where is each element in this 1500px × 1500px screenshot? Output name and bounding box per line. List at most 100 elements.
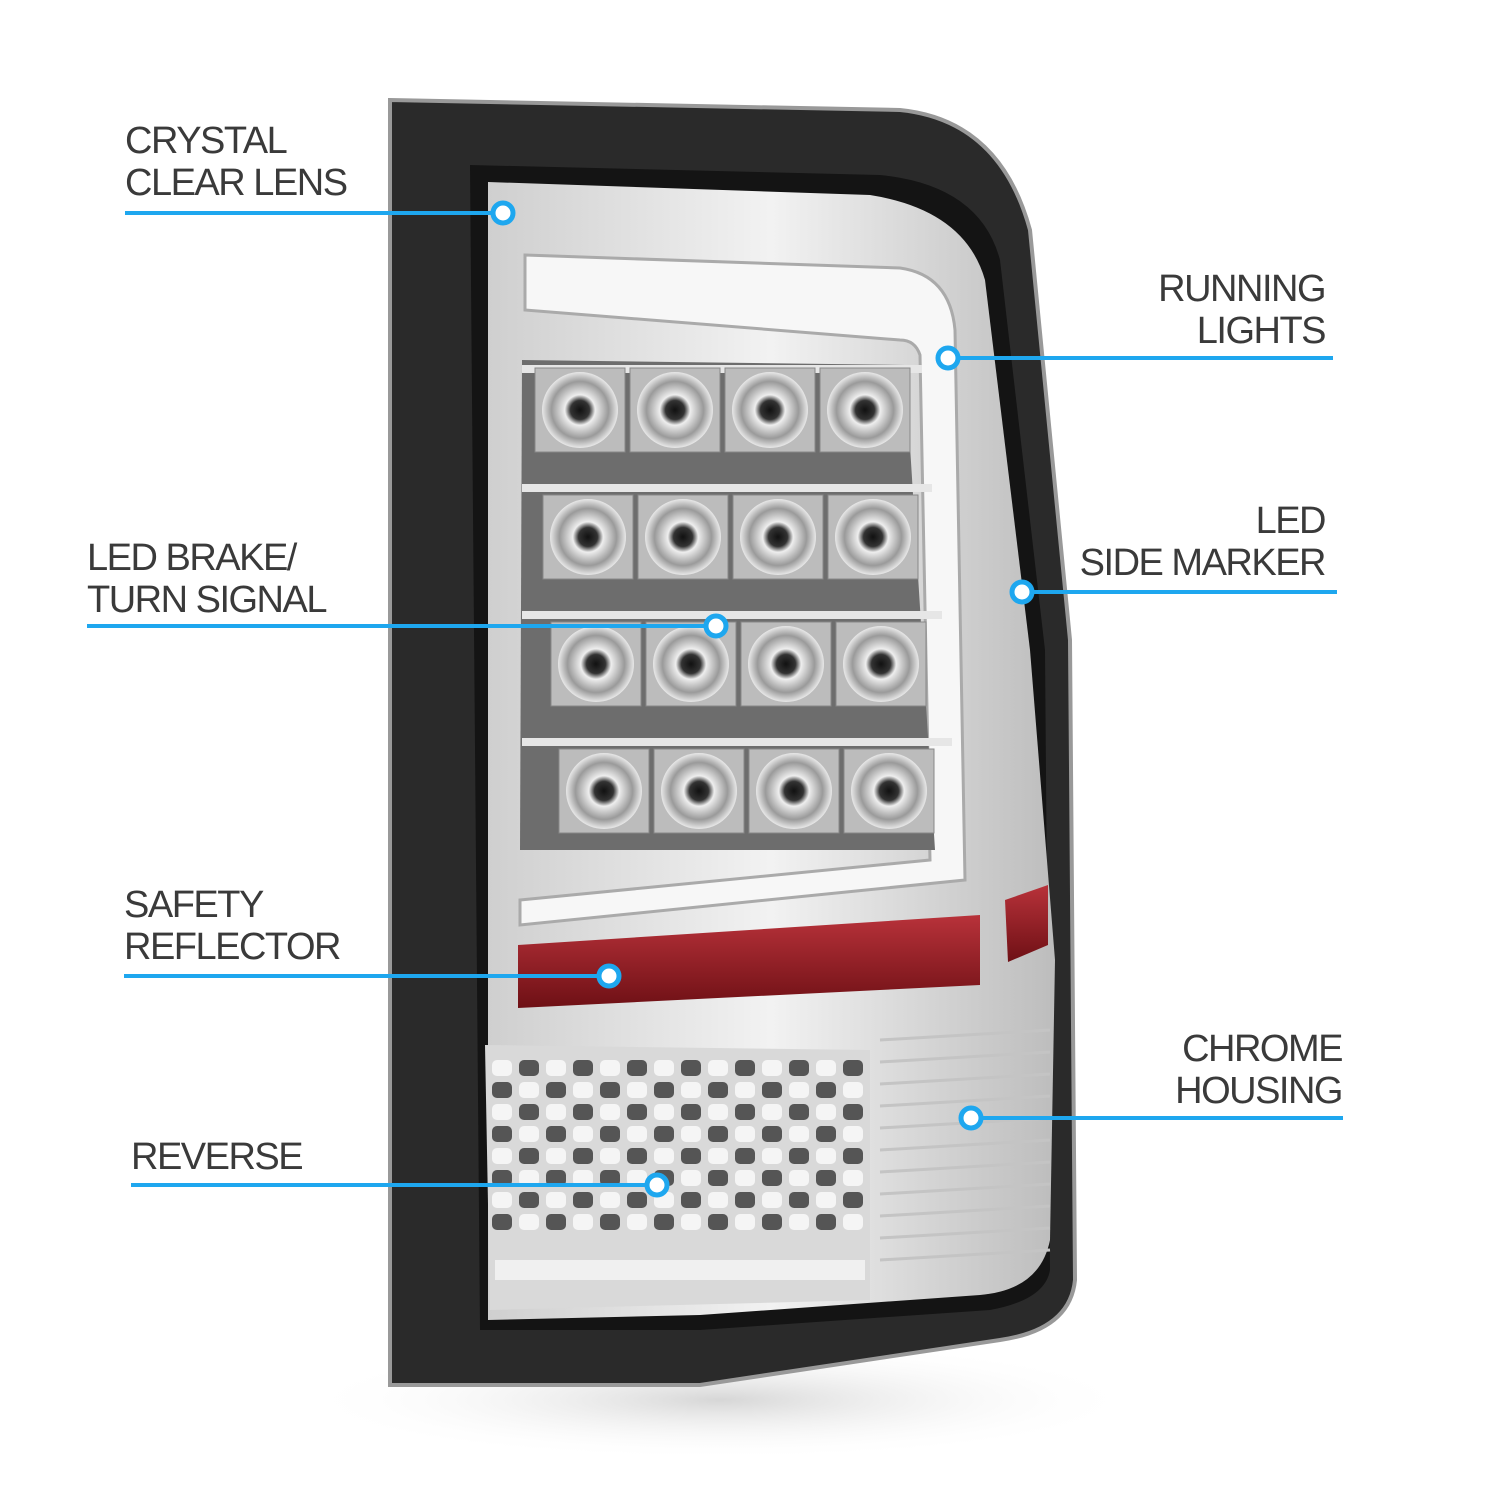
reverse-prism: [492, 1148, 512, 1164]
led-row-divider: [522, 611, 942, 619]
reverse-prism: [843, 1082, 863, 1098]
label-chrome-housing: CHROME HOUSING: [1175, 1028, 1343, 1112]
led-bulb: [645, 499, 721, 575]
label-line: CLEAR LENS: [125, 162, 348, 204]
led-bulb: [653, 626, 729, 702]
reverse-prism: [600, 1104, 620, 1120]
chrome-rib: [879, 1072, 1051, 1086]
reverse-prism: [600, 1170, 620, 1186]
reverse-prism: [816, 1126, 836, 1142]
reverse-prism: [519, 1082, 539, 1098]
led-bulb: [542, 372, 618, 448]
reverse-prism: [519, 1170, 539, 1186]
reverse-prism: [519, 1126, 539, 1142]
reverse-prism: [600, 1082, 620, 1098]
reverse-prism: [843, 1214, 863, 1230]
reverse-prism: [546, 1214, 566, 1230]
running-light-bar: [518, 253, 967, 927]
label-line: HOUSING: [1175, 1070, 1343, 1112]
reverse-prism: [573, 1104, 593, 1120]
reverse-prism: [627, 1126, 647, 1142]
reverse-prism: [708, 1104, 728, 1120]
led-bulb: [843, 626, 919, 702]
reverse-prism: [816, 1192, 836, 1208]
reverse-prism: [627, 1148, 647, 1164]
reverse-prism: [681, 1082, 701, 1098]
reverse-prism: [843, 1148, 863, 1164]
led-panel: [520, 360, 935, 850]
reverse-prism: [546, 1104, 566, 1120]
chrome-rib: [879, 1204, 1051, 1218]
reverse-prism: [573, 1126, 593, 1142]
reverse-prism: [681, 1060, 701, 1076]
reverse-prism: [654, 1104, 674, 1120]
reverse-prism: [600, 1192, 620, 1208]
led-row-divider: [522, 484, 932, 492]
reverse-prism: [546, 1082, 566, 1098]
reverse-prism: [492, 1060, 512, 1076]
led-bulb: [661, 753, 737, 829]
label-led-brake-turn-signal: LED BRAKE/ TURN SIGNAL: [87, 537, 327, 621]
reverse-prism: [681, 1192, 701, 1208]
reverse-prism: [789, 1082, 809, 1098]
chrome-rib: [879, 1094, 1051, 1108]
reverse-prism: [789, 1148, 809, 1164]
reverse-prism: [627, 1192, 647, 1208]
reverse-prism: [492, 1126, 512, 1142]
reverse-prism: [600, 1126, 620, 1142]
reverse-prism: [735, 1148, 755, 1164]
led-row-divider: [522, 365, 922, 373]
reverse-prism: [573, 1192, 593, 1208]
led-bulb: [827, 372, 903, 448]
reverse-prism: [762, 1192, 782, 1208]
reverse-prism: [573, 1082, 593, 1098]
reverse-prism: [789, 1214, 809, 1230]
reverse-prism: [519, 1214, 539, 1230]
reverse-prism: [816, 1082, 836, 1098]
reverse-prism: [762, 1148, 782, 1164]
reverse-prism: [573, 1170, 593, 1186]
label-reverse: REVERSE: [131, 1136, 304, 1178]
chrome-rib: [879, 1028, 1051, 1042]
reverse-prism: [762, 1082, 782, 1098]
reverse-prism: [762, 1104, 782, 1120]
led-bulb: [835, 499, 911, 575]
label-line: TURN SIGNAL: [87, 579, 327, 621]
led-bulb: [558, 626, 634, 702]
reverse-prism: [735, 1126, 755, 1142]
led-bulb: [851, 753, 927, 829]
reverse-prism: [735, 1082, 755, 1098]
reverse-prism: [627, 1214, 647, 1230]
label-line: CRYSTAL: [125, 120, 288, 162]
reverse-prism: [519, 1192, 539, 1208]
reverse-prism: [843, 1126, 863, 1142]
label-line: RUNNING: [1158, 268, 1326, 310]
reverse-prism: [762, 1214, 782, 1230]
label-line: REVERSE: [131, 1136, 304, 1178]
led-bulb: [756, 753, 832, 829]
reverse-prism: [492, 1192, 512, 1208]
reverse-prism: [708, 1170, 728, 1186]
reverse-prism: [843, 1104, 863, 1120]
reverse-prism: [492, 1082, 512, 1098]
led-row-divider: [522, 738, 952, 746]
callout-dot: [703, 613, 729, 639]
reverse-prism: [546, 1170, 566, 1186]
reverse-prism: [843, 1060, 863, 1076]
label-line: REFLECTOR: [124, 926, 341, 968]
label-line: SAFETY: [124, 884, 264, 926]
reverse-prism: [519, 1104, 539, 1120]
reverse-prism: [627, 1104, 647, 1120]
reverse-prism: [654, 1126, 674, 1142]
led-bulb: [740, 499, 816, 575]
reverse-prism: [654, 1060, 674, 1076]
reverse-prism: [762, 1170, 782, 1186]
reverse-prism: [708, 1126, 728, 1142]
reverse-prism: [492, 1214, 512, 1230]
reverse-prism: [735, 1060, 755, 1076]
side-reflector: [1005, 885, 1048, 962]
chrome-ribs: [879, 1028, 1051, 1262]
callout-dot: [644, 1172, 670, 1198]
reverse-prism: [816, 1148, 836, 1164]
chrome-rib: [879, 1226, 1051, 1240]
